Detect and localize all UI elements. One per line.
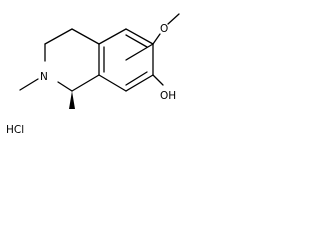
methoxy-oxygen-label: O xyxy=(160,23,168,35)
hydroxyl-label: OH xyxy=(160,90,176,102)
ring-bond xyxy=(125,74,154,92)
n-methyl-bond xyxy=(19,78,39,91)
hydroxyl-bond xyxy=(152,74,164,86)
double-bond-inner xyxy=(125,34,148,48)
ring-bond xyxy=(125,43,154,61)
nitrogen-label: N xyxy=(40,71,48,83)
ring-bond xyxy=(98,28,127,45)
double-bond-inner xyxy=(125,71,148,86)
wedge-bond xyxy=(69,91,75,109)
ring-bond xyxy=(125,28,154,45)
ring-bond xyxy=(71,74,100,92)
ring-bond xyxy=(71,28,100,45)
ring-bond xyxy=(98,74,127,92)
methoxy-bond xyxy=(152,33,161,45)
ring-bond xyxy=(44,28,73,45)
methoxy-bond xyxy=(167,13,180,25)
ring-bond xyxy=(57,81,73,92)
hcl-label: HCl xyxy=(6,124,24,136)
chemical-structure: O OH N HCl xyxy=(6,13,180,136)
